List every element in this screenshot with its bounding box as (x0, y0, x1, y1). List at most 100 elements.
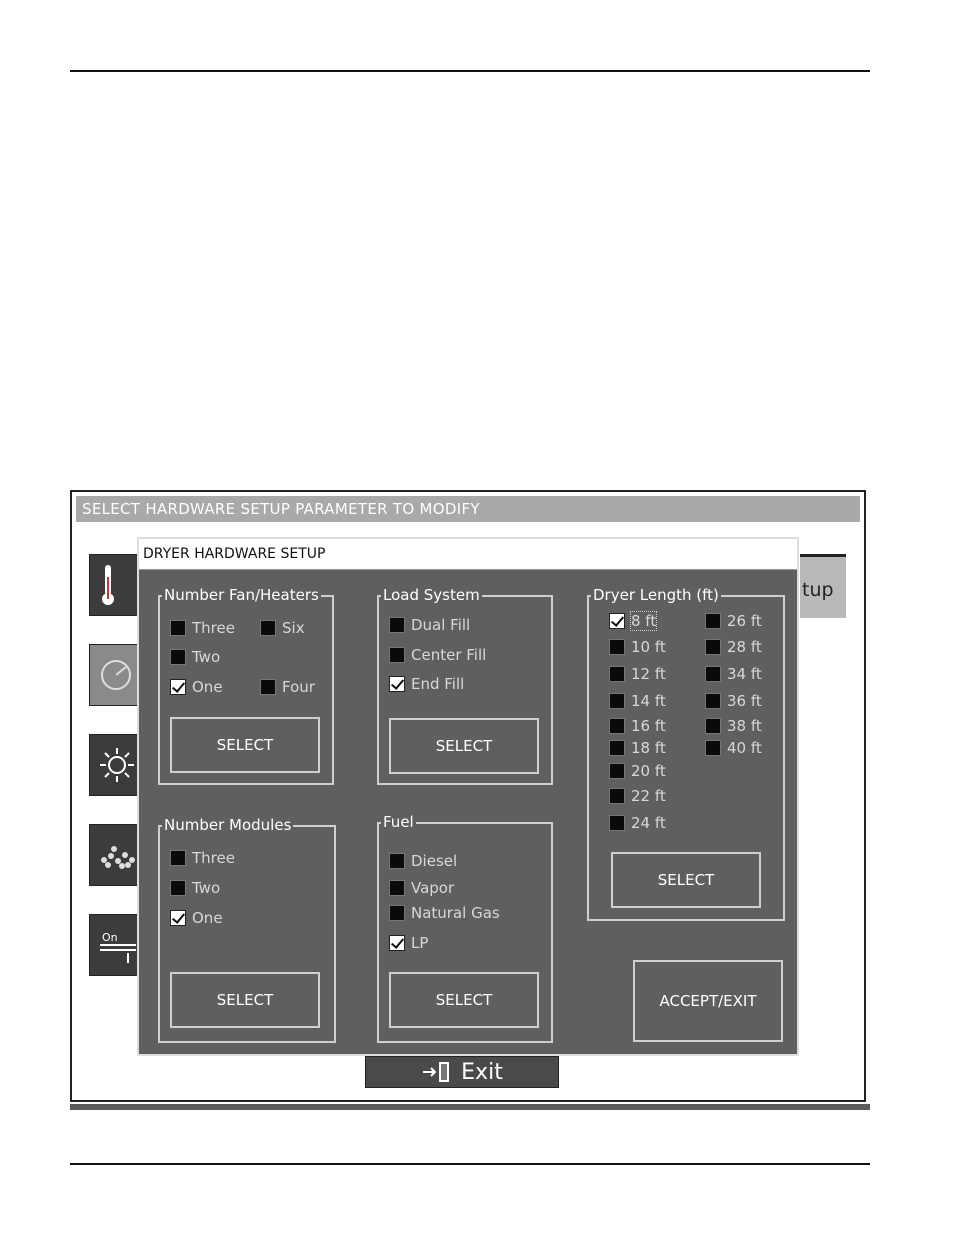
dual-fill-checkbox[interactable] (389, 617, 405, 633)
setup-tab[interactable]: tup (800, 554, 846, 618)
option-label: 14 ft (631, 692, 666, 710)
natural-gas-checkbox[interactable] (389, 905, 405, 921)
length-10-checkbox[interactable] (609, 639, 625, 655)
load-option-dual-fill[interactable]: Dual Fill (389, 616, 470, 634)
option-label: 12 ft (631, 665, 666, 683)
grain-button[interactable] (89, 824, 141, 886)
module-option-one[interactable]: One (170, 909, 223, 927)
fuel-group: Fuel Diesel Vapor Natural Gas LP SELECT (377, 812, 553, 1043)
fuel-label: Fuel (381, 812, 416, 832)
modules-select-button[interactable]: SELECT (170, 972, 320, 1028)
module-option-three[interactable]: Three (170, 849, 235, 867)
length-8-checkbox[interactable] (609, 613, 625, 629)
center-fill-checkbox[interactable] (389, 647, 405, 663)
fan-option-six[interactable]: Six (260, 619, 305, 637)
length-option-26[interactable]: 26 ft (705, 612, 762, 630)
option-label: 36 ft (727, 692, 762, 710)
option-label: Two (192, 879, 221, 897)
fan-option-two[interactable]: Two (170, 648, 220, 666)
load-system-select-button[interactable]: SELECT (389, 718, 539, 774)
length-option-12[interactable]: 12 ft (609, 665, 666, 683)
temperature-button[interactable] (89, 554, 141, 616)
length-14-checkbox[interactable] (609, 693, 625, 709)
exit-button[interactable]: Exit (365, 1056, 559, 1088)
length-12-checkbox[interactable] (609, 666, 625, 682)
length-option-8[interactable]: 8 ft (609, 611, 658, 631)
length-24-checkbox[interactable] (609, 815, 625, 831)
lp-checkbox[interactable] (389, 935, 405, 951)
length-option-20[interactable]: 20 ft (609, 762, 666, 780)
length-20-checkbox[interactable] (609, 763, 625, 779)
length-40-checkbox[interactable] (705, 740, 721, 756)
length-option-10[interactable]: 10 ft (609, 638, 666, 656)
fuel-select-button[interactable]: SELECT (389, 972, 539, 1028)
accept-exit-button[interactable]: ACCEPT/EXIT (633, 960, 783, 1042)
length-option-22[interactable]: 22 ft (609, 787, 666, 805)
thermometer-icon (102, 565, 114, 605)
fan-option-three[interactable]: Three (170, 619, 235, 637)
length-option-16[interactable]: 16 ft (609, 717, 666, 735)
length-option-36[interactable]: 36 ft (705, 692, 762, 710)
length-option-34[interactable]: 34 ft (705, 665, 762, 683)
fan-heaters-label: Number Fan/Heaters (162, 585, 321, 605)
length-28-checkbox[interactable] (705, 639, 721, 655)
light-button[interactable] (89, 734, 141, 796)
on-off-button[interactable]: On (89, 914, 141, 976)
length-option-40[interactable]: 40 ft (705, 739, 762, 757)
fan-heaters-select-button[interactable]: SELECT (170, 717, 320, 773)
dryer-length-group: Dryer Length (ft) 8 ft 10 ft 12 ft 14 ft… (587, 585, 785, 921)
fan-three-checkbox[interactable] (170, 620, 186, 636)
length-option-24[interactable]: 24 ft (609, 814, 666, 832)
svg-text:On: On (102, 931, 118, 944)
modules-label: Number Modules (162, 815, 294, 835)
length-option-28[interactable]: 28 ft (705, 638, 762, 656)
load-option-center-fill[interactable]: Center Fill (389, 646, 486, 664)
dryer-length-label: Dryer Length (ft) (591, 585, 721, 605)
option-label: 8 ft (629, 611, 658, 631)
option-label: One (192, 909, 223, 927)
fuel-option-natural-gas[interactable]: Natural Gas (389, 904, 500, 922)
fuel-option-vapor[interactable]: Vapor (389, 879, 454, 897)
option-label: Three (192, 849, 235, 867)
fan-two-checkbox[interactable] (170, 649, 186, 665)
fan-option-one[interactable]: One (170, 678, 223, 696)
fan-option-four[interactable]: Four (260, 678, 315, 696)
diesel-checkbox[interactable] (389, 853, 405, 869)
length-36-checkbox[interactable] (705, 693, 721, 709)
option-label: End Fill (411, 675, 465, 693)
module-option-two[interactable]: Two (170, 879, 220, 897)
fan-six-checkbox[interactable] (260, 620, 276, 636)
length-16-checkbox[interactable] (609, 718, 625, 734)
option-label: Dual Fill (411, 616, 471, 634)
on-off-switch-icon: On (100, 931, 136, 963)
load-option-end-fill[interactable]: End Fill (389, 675, 464, 693)
length-22-checkbox[interactable] (609, 788, 625, 804)
top-rule (70, 70, 870, 72)
length-18-checkbox[interactable] (609, 740, 625, 756)
vapor-checkbox[interactable] (389, 880, 405, 896)
length-option-38[interactable]: 38 ft (705, 717, 762, 735)
option-label: 26 ft (727, 612, 762, 630)
dialog-title: DRYER HARDWARE SETUP (139, 539, 797, 570)
fuel-option-lp[interactable]: LP (389, 934, 428, 952)
gauge-button[interactable] (89, 644, 141, 706)
length-option-18[interactable]: 18 ft (609, 739, 666, 757)
option-label: Two (192, 648, 221, 666)
fan-one-checkbox[interactable] (170, 679, 186, 695)
option-label: 24 ft (631, 814, 666, 832)
dryer-length-select-button[interactable]: SELECT (611, 852, 761, 908)
length-option-14[interactable]: 14 ft (609, 692, 666, 710)
length-26-checkbox[interactable] (705, 613, 721, 629)
module-three-checkbox[interactable] (170, 850, 186, 866)
fan-four-checkbox[interactable] (260, 679, 276, 695)
module-one-checkbox[interactable] (170, 910, 186, 926)
end-fill-checkbox[interactable] (389, 676, 405, 692)
load-system-group: Load System Dual Fill Center Fill End Fi… (377, 585, 553, 785)
fuel-option-diesel[interactable]: Diesel (389, 852, 457, 870)
option-label: 22 ft (631, 787, 666, 805)
length-34-checkbox[interactable] (705, 666, 721, 682)
length-38-checkbox[interactable] (705, 718, 721, 734)
module-two-checkbox[interactable] (170, 880, 186, 896)
option-label: Center Fill (411, 646, 487, 664)
option-label: 34 ft (727, 665, 762, 683)
